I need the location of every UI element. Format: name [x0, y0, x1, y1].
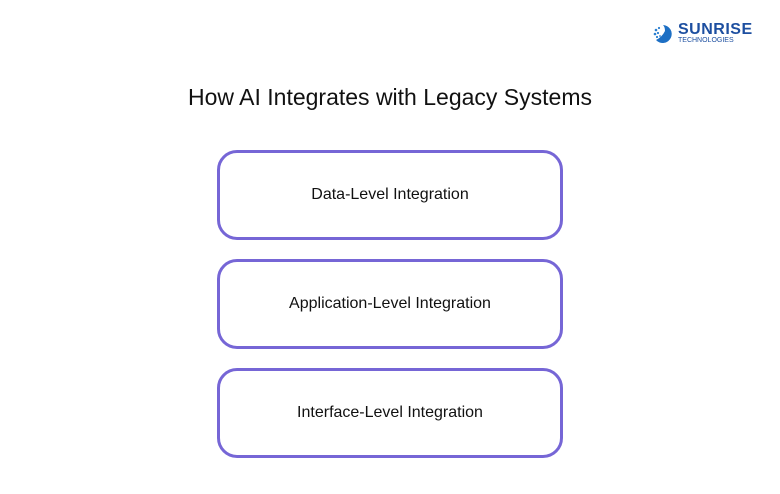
- logo-name: SUNRISE: [678, 21, 753, 38]
- sunrise-logo: SUNRISE TECHNOLOGIES: [652, 22, 753, 45]
- sunrise-logo-icon: [653, 24, 672, 43]
- page-title: How AI Integrates with Legacy Systems: [188, 84, 592, 110]
- data-level-box: Data-Level Integration: [217, 150, 563, 240]
- application-level-box: Application-Level Integration: [217, 259, 563, 349]
- logo-subtitle: TECHNOLOGIES: [678, 37, 734, 44]
- box-label: Application-Level Integration: [289, 295, 491, 312]
- interface-level-box: Interface-Level Integration: [217, 368, 563, 458]
- box-label: Data-Level Integration: [311, 186, 469, 203]
- box-label: Interface-Level Integration: [297, 404, 483, 421]
